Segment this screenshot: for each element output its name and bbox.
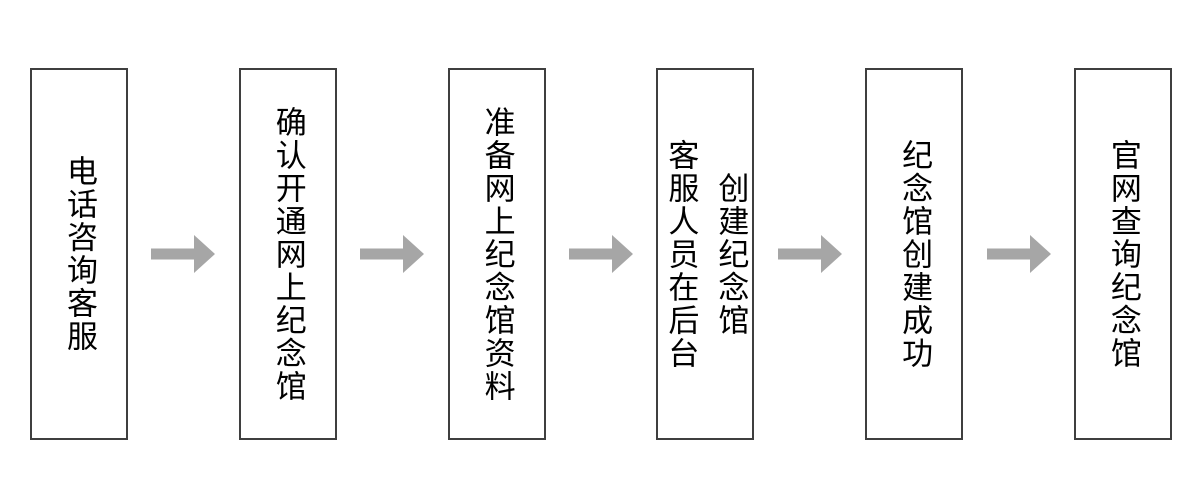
arrow-shaft (151, 248, 195, 260)
flowchart: 电话咨询客服 确认开通网上纪念馆 准备网上纪念馆资料 客服人员在后台 创建纪念馆… (30, 68, 1172, 440)
flow-step-label: 电话咨询客服 (62, 155, 97, 353)
arrow-head (194, 235, 216, 273)
arrow-right-icon (568, 235, 633, 273)
arrow-head (1029, 235, 1051, 273)
flow-step-box-6: 官网查询纪念馆 (1073, 68, 1172, 440)
arrow-shaft (360, 248, 404, 260)
flow-step-label: 客服人员在后台 创建纪念馆 (663, 138, 749, 370)
arrow-head (403, 235, 425, 273)
arrow-right-icon (151, 235, 216, 273)
flow-step-box-3: 准备网上纪念馆资料 (447, 68, 546, 440)
flow-step-box-2: 确认开通网上纪念馆 (238, 68, 337, 440)
arrow-head (611, 235, 633, 273)
flow-step-label: 纪念馆创建成功 (897, 138, 933, 370)
flow-step-label: 准备网上纪念馆资料 (479, 105, 515, 403)
arrow-right-icon (986, 235, 1051, 273)
flow-step-box-4: 客服人员在后台 创建纪念馆 (656, 68, 755, 440)
arrow-right-icon (360, 235, 425, 273)
arrow-shaft (568, 248, 612, 260)
flow-step-box-5: 纪念馆创建成功 (865, 68, 964, 440)
flow-step-box-1: 电话咨询客服 (30, 68, 128, 440)
flow-step-label: 官网查询纪念馆 (1105, 138, 1141, 370)
arrow-head (820, 235, 842, 273)
arrow-shaft (986, 248, 1030, 260)
flow-step-label: 确认开通网上纪念馆 (270, 105, 306, 403)
arrow-shaft (777, 248, 821, 260)
arrow-right-icon (777, 235, 842, 273)
